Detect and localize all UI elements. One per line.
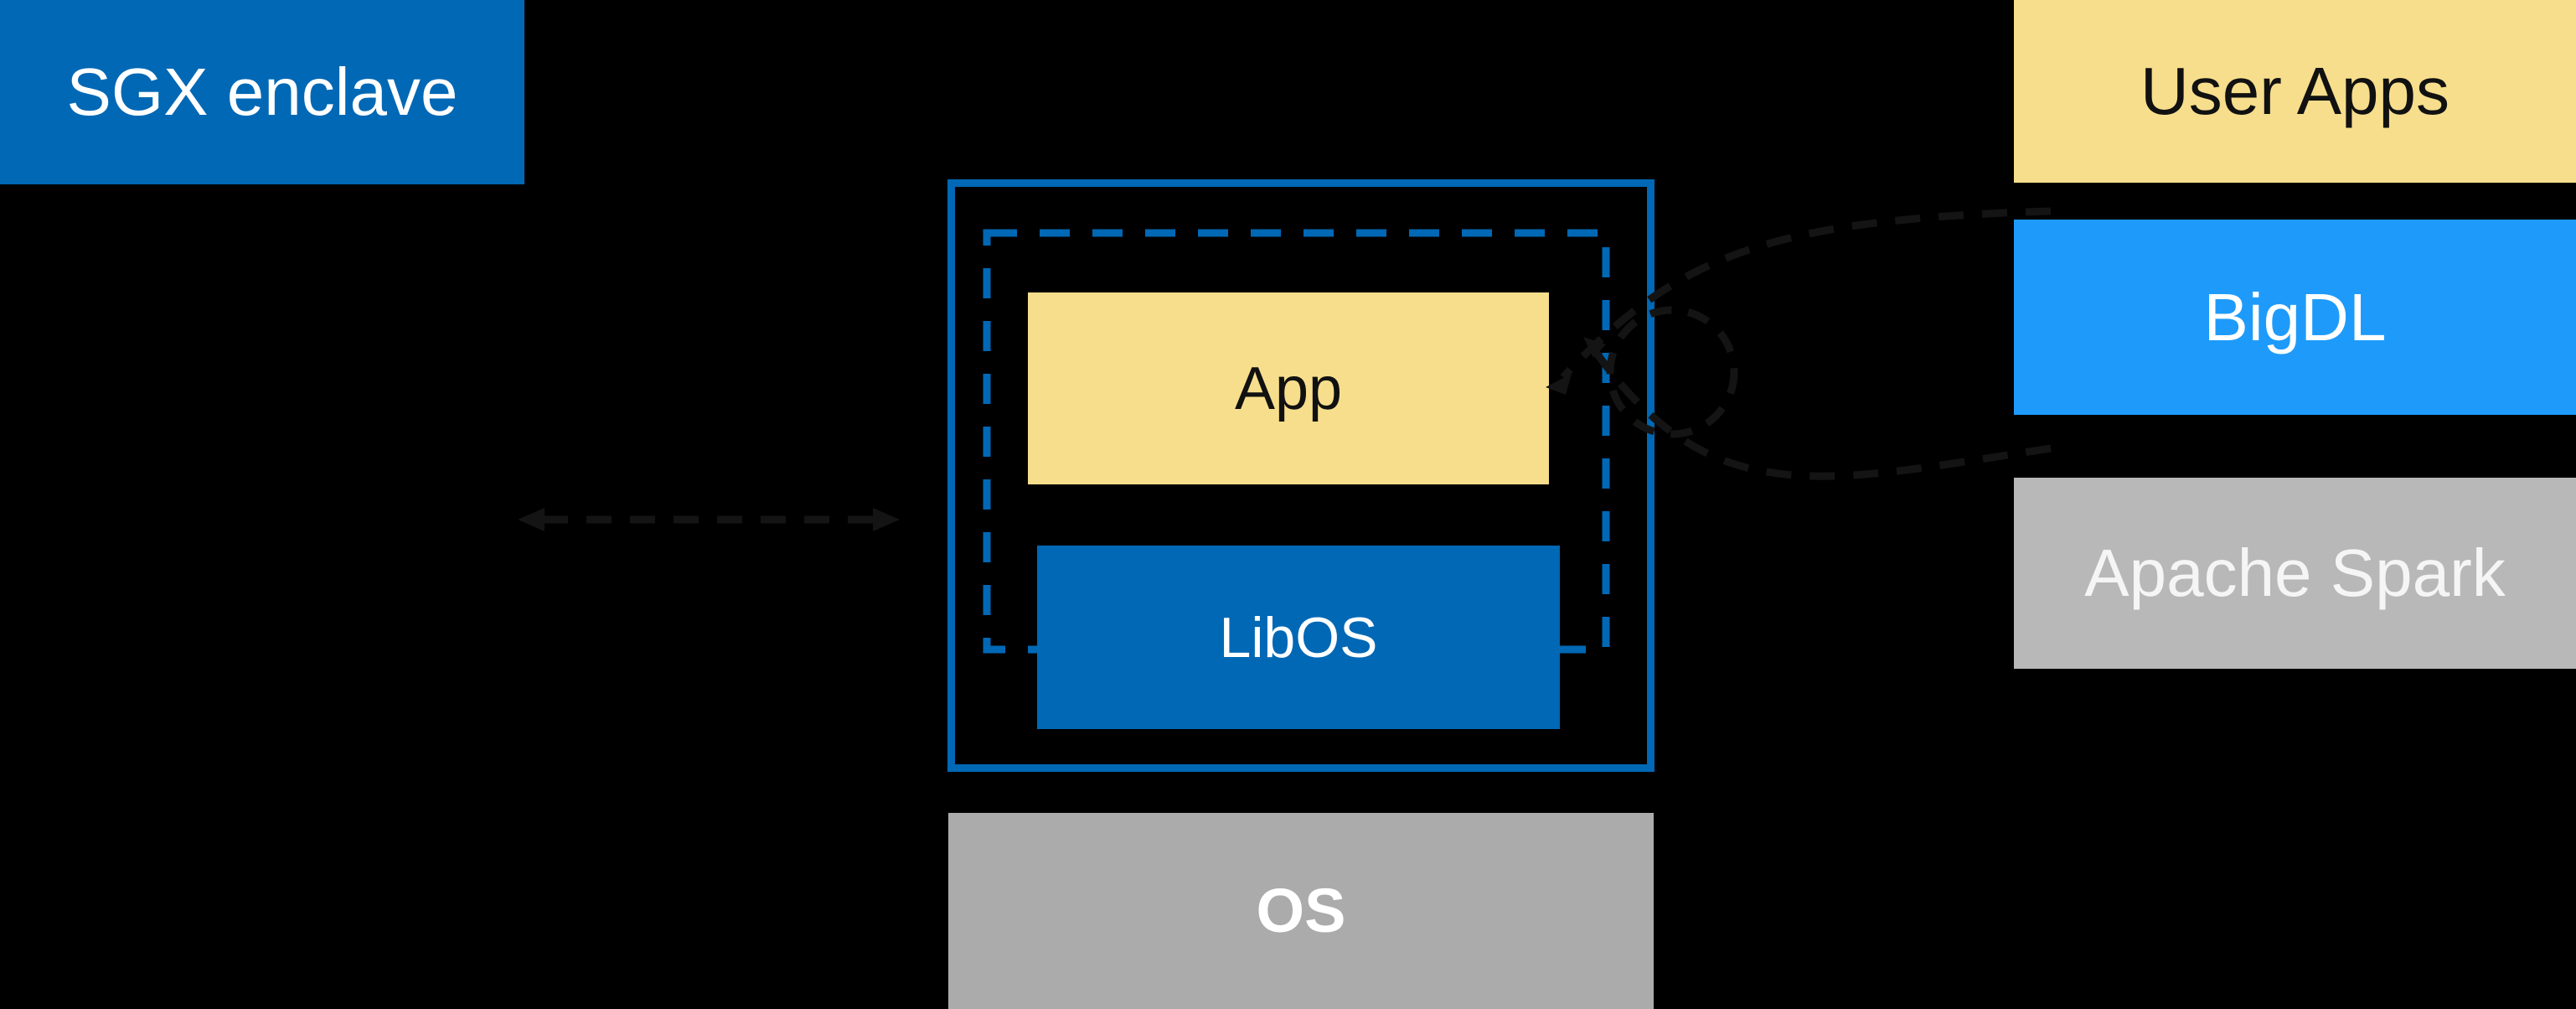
user-apps-label: User Apps (2140, 54, 2450, 128)
app-label: App (1234, 354, 1343, 422)
bigdl-label: BigDL (2203, 279, 2387, 354)
sgx-enclave-box: SGX enclave (0, 0, 524, 184)
libos-label: LibOS (1219, 605, 1378, 670)
os-label: OS (1256, 876, 1346, 945)
libos-box: LibOS (1037, 546, 1560, 729)
sgx-enclave-label: SGX enclave (66, 54, 458, 129)
user-apps-box: User Apps (2014, 0, 2576, 183)
sgx-connector-arrowhead-right (873, 508, 900, 531)
apache-spark-box: Apache Spark (2014, 478, 2576, 669)
app-box: App (1028, 292, 1549, 484)
os-box: OS (948, 813, 1654, 1009)
sgx-connector-arrowhead-left (518, 508, 545, 531)
apache-spark-label: Apache Spark (2084, 536, 2506, 610)
stack-to-enclave-curve (1587, 341, 2052, 480)
bigdl-box: BigDL (2014, 220, 2576, 415)
